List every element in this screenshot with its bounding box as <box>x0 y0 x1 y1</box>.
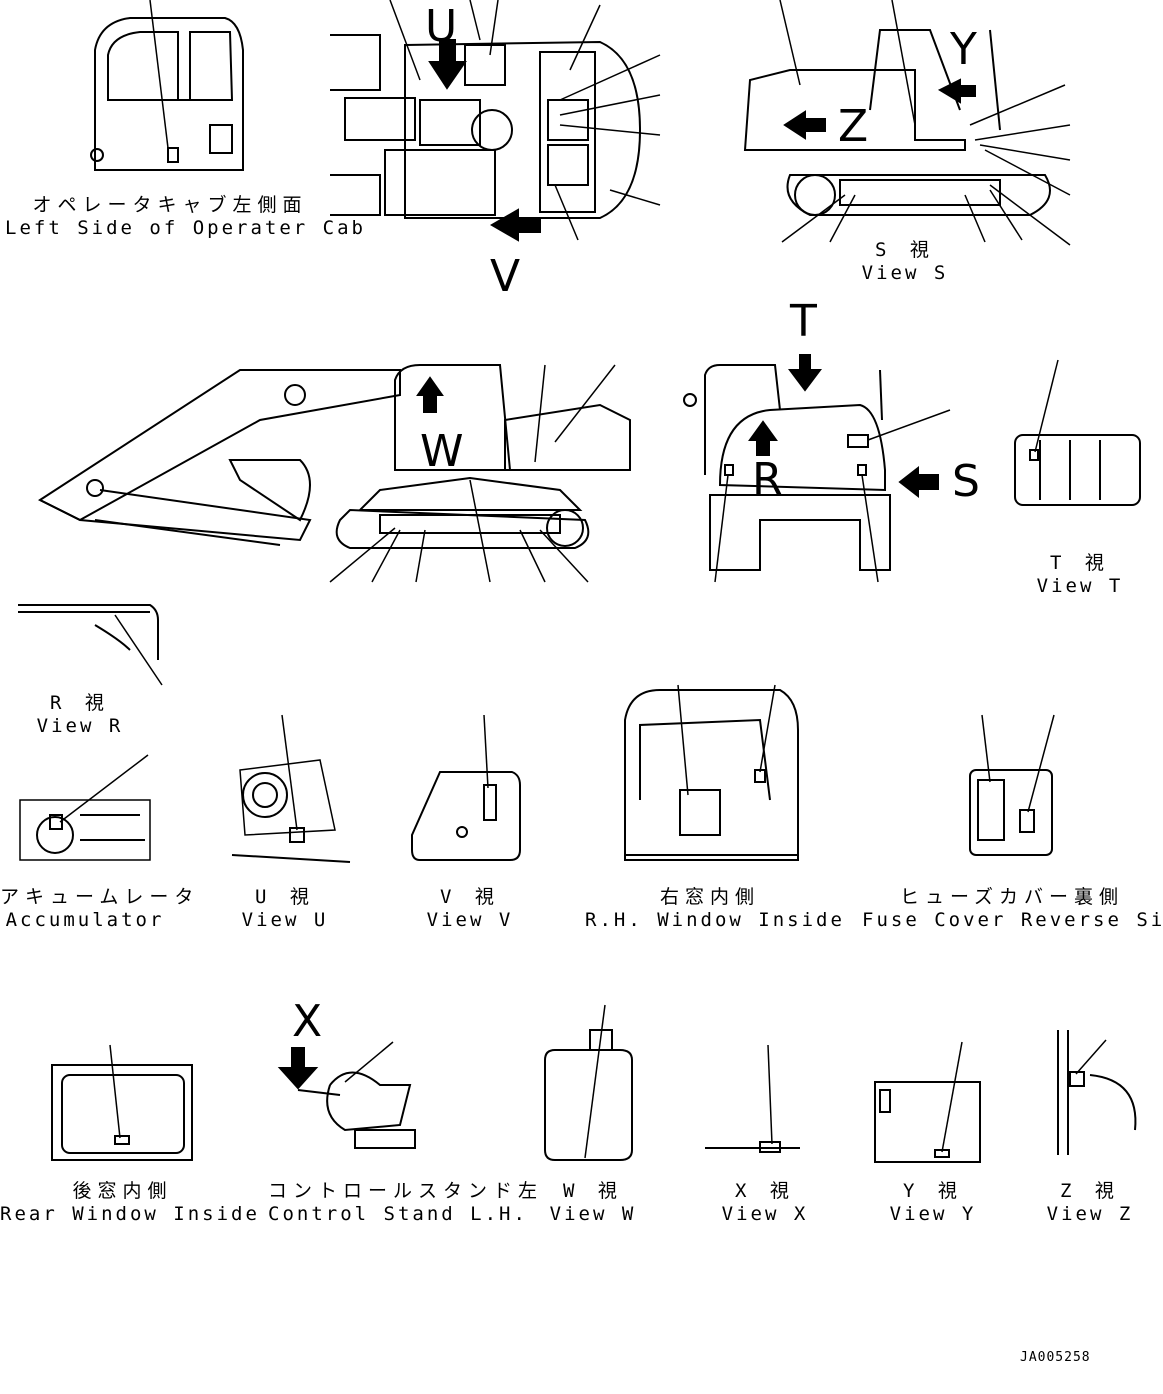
view-letter-y: Y <box>950 24 977 75</box>
caption-jp: X 視 <box>735 1180 795 1202</box>
caption-accumulator: アキュームレータ Accumulator <box>0 882 200 931</box>
caption-view-r: R 視 View R <box>5 688 155 737</box>
rear-window-inside-detail <box>51 1044 193 1161</box>
caption-jp: 右窓内側 <box>659 886 760 908</box>
caption-left-cab: オペレータキャブ左側面 Left Side of Operater Cab <box>5 190 366 239</box>
caption-en: View R <box>36 715 124 737</box>
caption-jp: ヒューズカバー裏側 <box>899 886 1125 908</box>
view-letter-z: Z <box>838 101 869 152</box>
caption-jp: 後窓内側 <box>72 1180 173 1202</box>
fuse-cover-reverse-detail <box>969 714 1055 856</box>
caption-control-stand: コントロールスタンド左 Control Stand L.H. <box>268 1176 544 1225</box>
caption-view-s: S 視 View S <box>830 235 980 284</box>
view-letter-r: R <box>752 454 783 505</box>
caption-view-v: V 視 View V <box>395 882 545 931</box>
caption-view-y: Y 視 View Y <box>858 1176 1008 1225</box>
caption-en: Control Stand L.H. <box>268 1203 528 1225</box>
caption-en: View Y <box>889 1203 977 1225</box>
caption-view-x: X 視 View X <box>690 1176 840 1225</box>
caption-en: Rear Window Inside <box>0 1203 260 1225</box>
view-r-detail <box>18 604 163 686</box>
caption-en: View T <box>1036 575 1124 597</box>
caption-jp: Y 視 <box>903 1180 963 1202</box>
view-x-detail <box>705 1044 800 1153</box>
operator-cab-left-side <box>90 0 244 171</box>
caption-view-t: T 視 View T <box>1005 548 1155 597</box>
excavator-main-view <box>37 364 631 583</box>
caption-view-w: W 視 View W <box>518 1176 668 1225</box>
caption-en: Accumulator <box>5 909 165 931</box>
view-letter-v: V <box>490 251 521 302</box>
view-letter-x: X <box>292 996 323 1047</box>
caption-rh-window: 右窓内側 R.H. Window Inside <box>585 882 845 931</box>
caption-en: View U <box>241 909 329 931</box>
caption-en: View S <box>861 262 949 284</box>
machine-rear-view <box>683 354 951 583</box>
caption-en: Left Side of Operater Cab <box>5 217 366 239</box>
caption-en: View Z <box>1046 1203 1134 1225</box>
caption-jp: V 視 <box>440 886 500 908</box>
caption-jp: オペレータキャブ左側面 <box>32 194 308 216</box>
machine-top-view <box>330 0 661 242</box>
view-y-detail <box>874 1041 981 1163</box>
view-w-detail <box>544 1004 633 1161</box>
rh-window-inside-detail <box>624 684 799 861</box>
caption-jp: T 視 <box>1050 552 1110 574</box>
view-z-detail <box>1057 1030 1137 1155</box>
caption-jp: W 視 <box>563 1180 623 1202</box>
fuse-box-view-t <box>1014 359 1141 506</box>
caption-en: View W <box>549 1203 637 1225</box>
caption-jp: S 視 <box>875 239 935 261</box>
control-stand-detail <box>277 1041 416 1149</box>
caption-fuse-cover: ヒューズカバー裏側 Fuse Cover Reverse Side <box>862 882 1163 931</box>
caption-jp: アキュームレータ <box>0 886 200 908</box>
view-u-detail <box>231 714 351 863</box>
caption-en: R.H. Window Inside <box>585 909 845 931</box>
caption-jp: コントロールスタンド左 <box>268 1180 544 1202</box>
caption-view-u: U 視 View U <box>210 882 360 931</box>
caption-jp: Z 視 <box>1060 1180 1120 1202</box>
drawing-code: JA005258 <box>1020 1350 1091 1365</box>
caption-jp: R 視 <box>50 692 110 714</box>
view-letter-u: U <box>425 1 458 52</box>
machine-side-view-s <box>743 0 1071 246</box>
caption-jp: U 視 <box>255 886 315 908</box>
view-letter-s: S <box>952 456 980 507</box>
caption-view-z: Z 視 View Z <box>1020 1176 1160 1225</box>
caption-rear-window: 後窓内側 Rear Window Inside <box>0 1176 260 1225</box>
caption-en: View V <box>426 909 514 931</box>
view-v-detail <box>411 714 521 861</box>
caption-en: Fuse Cover Reverse Side <box>862 909 1163 931</box>
caption-en: View X <box>721 1203 809 1225</box>
view-letter-w: W <box>420 426 464 477</box>
view-letter-t: T <box>790 296 817 347</box>
accumulator-detail <box>19 754 151 861</box>
